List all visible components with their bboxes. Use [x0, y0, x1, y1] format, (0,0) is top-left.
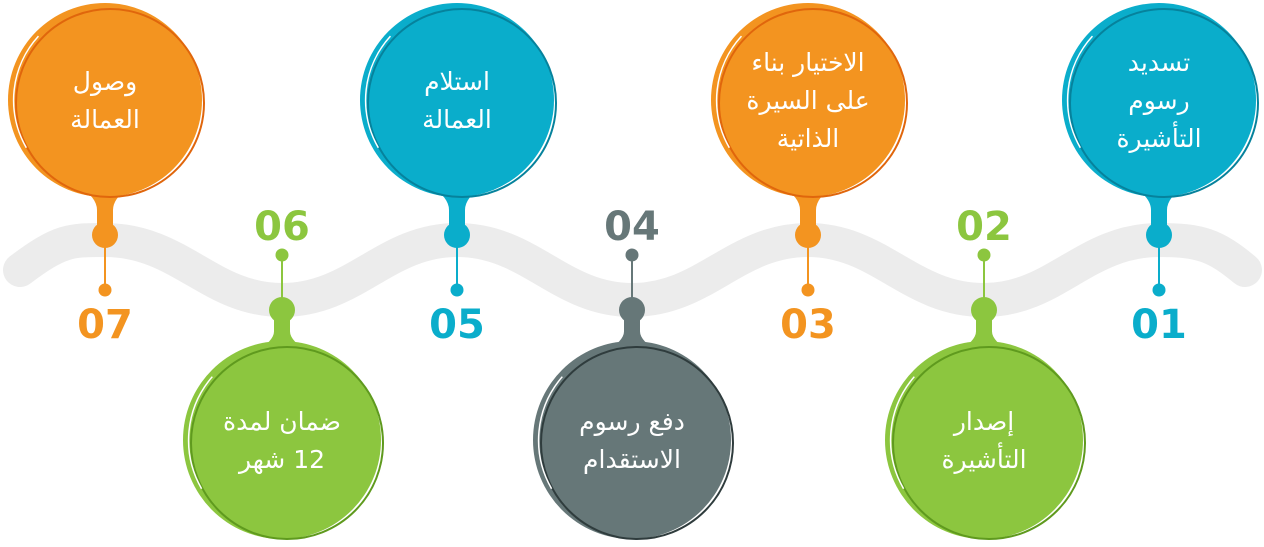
connector-neck: [429, 185, 485, 235]
connector-dot: [801, 283, 815, 297]
connector-bulb: [795, 222, 821, 248]
connector-bulb: [971, 297, 997, 323]
connector-bulb: [619, 297, 645, 323]
step-label-line: ضمان لمدة: [223, 407, 341, 436]
connector-dot: [977, 248, 991, 262]
connector-neck: [956, 310, 1012, 353]
step-04: 04 دفع رسوم الاستقدام: [533, 204, 734, 540]
step-07: 07 وصول العمالة: [8, 3, 205, 348]
connector-bulb: [92, 222, 118, 248]
step-circle-highlight: [537, 342, 734, 538]
step-label-line: العمالة: [70, 105, 140, 134]
connector-neck: [254, 310, 310, 353]
step-label-line: الذاتية: [777, 124, 840, 153]
step-circle: [885, 341, 1083, 539]
step-label-line: تسديد: [1128, 48, 1191, 77]
connector-dot: [450, 283, 464, 297]
connector-neck: [1131, 185, 1187, 235]
step-06: 06 ضمان لمدة 12 شهر: [183, 204, 384, 540]
step-label-line: دفع رسوم: [579, 407, 685, 437]
connector-bulb: [444, 222, 470, 248]
connector-dot: [1152, 283, 1166, 297]
step-number: 01: [1131, 302, 1187, 348]
step-circle: [1062, 3, 1256, 197]
step-label-line: التأشيرة: [1116, 120, 1201, 153]
step-circle-ring: [190, 346, 384, 540]
step-label-line: 12 شهر: [237, 445, 325, 475]
step-circle-ring: [540, 346, 734, 540]
step-01: 01 تسديد رسوم التأشيرة: [1062, 3, 1259, 348]
step-circle: [711, 3, 905, 197]
step-circle: [533, 341, 731, 539]
step-circle-highlight: [364, 4, 557, 196]
connector-bulb: [1146, 222, 1172, 248]
connector-neck: [780, 185, 836, 235]
step-label-line: الاختيار بناء: [751, 48, 864, 77]
step-05: 05 استلام العمالة: [360, 3, 557, 348]
step-label-line: على السيرة: [746, 86, 869, 115]
step-circle-highlight: [187, 342, 384, 538]
step-number: 03: [780, 302, 836, 348]
step-label-line: إصدار: [952, 407, 1014, 437]
step-circle-ring: [367, 8, 557, 198]
connector-dot: [625, 248, 639, 262]
step-number: 05: [429, 302, 485, 348]
step-number: 04: [604, 204, 660, 250]
step-03: 03 الاختيار بناء على السيرة الذاتية: [711, 3, 908, 348]
step-circle-highlight: [889, 342, 1086, 538]
connector-neck: [77, 185, 133, 235]
step-circle: [360, 3, 554, 197]
step-label-line: رسوم: [1128, 86, 1189, 115]
step-circle: [8, 3, 202, 197]
connector-neck: [604, 310, 660, 353]
step-number: 06: [254, 204, 310, 250]
connector-dot: [275, 248, 289, 262]
step-label-line: الاستقدام: [583, 445, 681, 474]
step-circle: [183, 341, 381, 539]
connector-dot: [98, 283, 112, 297]
step-circle-ring: [892, 346, 1086, 540]
step-label-line: العمالة: [422, 105, 492, 134]
step-number: 02: [956, 204, 1012, 250]
step-02: 02 إصدار التأشيرة: [885, 204, 1086, 540]
step-label-line: التأشيرة: [941, 441, 1026, 474]
step-number: 07: [77, 302, 133, 348]
connector-bulb: [269, 297, 295, 323]
step-label-line: وصول: [73, 67, 137, 97]
step-circle-ring: [15, 8, 205, 198]
step-circle-ring: [718, 8, 908, 198]
step-circle-ring: [1069, 8, 1259, 198]
step-label-line: استلام: [424, 67, 490, 96]
